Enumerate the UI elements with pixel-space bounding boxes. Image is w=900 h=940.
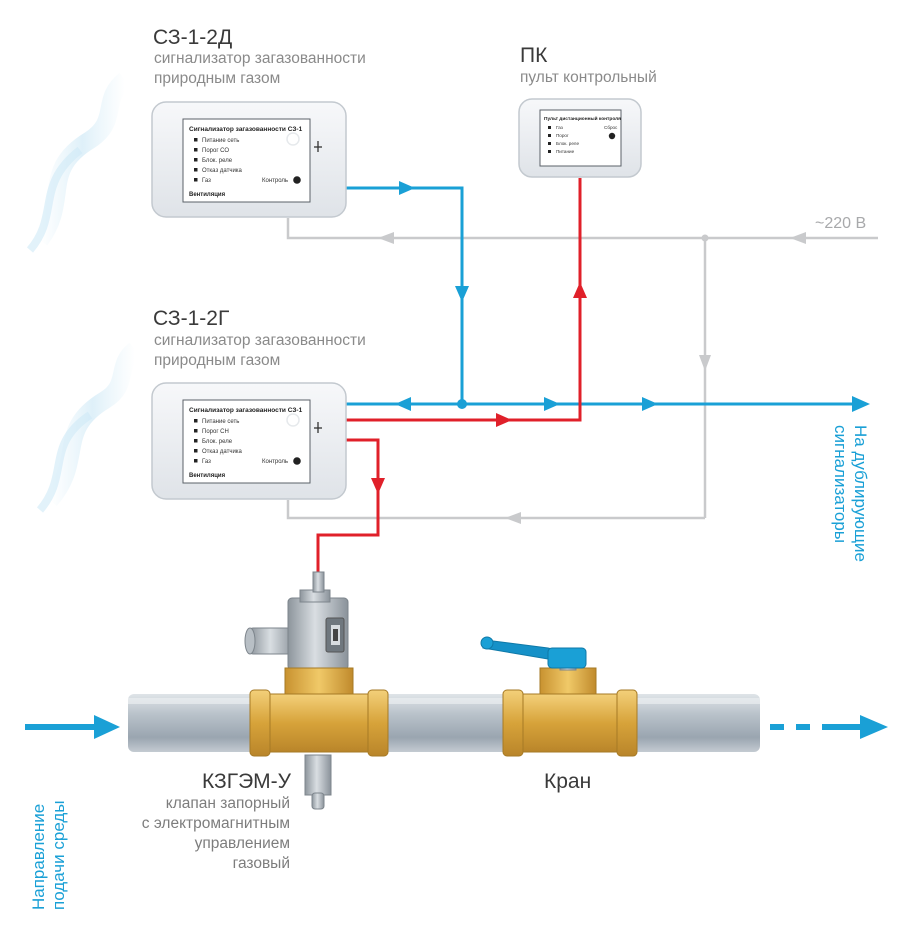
sz-g-item: Питание сеть <box>202 419 239 425</box>
sz-g-item: Блок. реле <box>202 439 233 445</box>
pk-item: Порог <box>556 133 569 138</box>
sz-d-item: Отказ датчика <box>202 168 243 174</box>
pk-screen-header: Пульт дистанционный контроля <box>544 115 621 122</box>
device-sz-1-2d: Сигнализатор загазованности СЗ-1 Питание… <box>151 101 347 218</box>
duplicate-label-line: На дублирующие <box>851 425 870 562</box>
pk-subtitle: пульт контрольный <box>520 69 657 86</box>
sz-g-item: Порог СН <box>202 429 229 435</box>
flow-label-line: Направление <box>29 803 48 910</box>
sz-g-subtitle: сигнализатор загазованности <box>154 332 366 349</box>
sz-d-title: СЗ-1-2Д <box>153 26 233 49</box>
signal-arrows <box>395 181 870 412</box>
sz-d-item: Питание сеть <box>202 138 239 144</box>
power-junction <box>701 234 709 242</box>
pipe <box>128 694 760 752</box>
sz-g-item: Газ <box>202 459 211 465</box>
sz-d-screen-header: Сигнализатор загазованности СЗ-1 <box>189 126 303 133</box>
valve-subtitle: клапан запорный с электромагнитным управ… <box>100 794 290 874</box>
sz-g-screen-header: Сигнализатор загазованности СЗ-1 <box>189 407 303 414</box>
flow-arrow-out <box>770 715 888 739</box>
valve-subtitle-line: клапан запорный <box>165 795 290 812</box>
device-sz-1-2g: Сигнализатор загазованности СЗ-1 Питание… <box>151 382 347 500</box>
sz-d-item: Блок. реле <box>202 158 233 164</box>
plug-icon <box>314 422 322 433</box>
flow-label: Направление подачи среды <box>29 800 69 910</box>
sz-d-subtitle: сигнализатор загазованности <box>154 50 366 67</box>
pk-item: Питание <box>556 149 575 154</box>
reset-button-icon <box>608 132 616 140</box>
valve-subtitle-line: с электромагнитным <box>141 815 290 832</box>
power-label: ~220 В <box>815 215 867 232</box>
pk-button-label: Сброс <box>604 125 618 130</box>
valve-title: КЗГЭМ-У <box>202 770 291 793</box>
pk-item: Блок. реле <box>556 141 579 146</box>
pk-item: Газ <box>556 125 563 130</box>
flow-label-line: подачи среды <box>49 800 68 910</box>
duplicate-label: На дублирующие сигнализаторы <box>830 425 870 562</box>
sz-d-subtitle: природным газом <box>154 70 281 87</box>
signal-junction <box>457 399 467 409</box>
plug-icon <box>314 141 322 152</box>
ball-valve <box>480 636 638 757</box>
valve-subtitle-line: газовый <box>232 855 290 872</box>
duplicate-label-line: сигнализаторы <box>831 425 850 544</box>
sz-g-footer-label: Вентиляция <box>189 473 226 479</box>
control-arrows <box>371 282 587 494</box>
control-button-icon <box>293 457 301 465</box>
power-arrows <box>378 232 806 524</box>
sz-g-title: СЗ-1-2Г <box>153 307 230 330</box>
power-lines <box>286 218 878 520</box>
control-button-icon <box>293 176 301 184</box>
gas-mist-decoration <box>26 72 142 513</box>
valve-subtitle-line: управлением <box>194 835 290 852</box>
control-lines <box>316 178 582 572</box>
sz-d-item: Газ <box>202 178 211 184</box>
sz-d-item: Порог СО <box>202 148 229 154</box>
sz-g-subtitle: природным газом <box>154 352 281 369</box>
sz-g-item: Отказ датчика <box>202 449 243 455</box>
flow-arrow-in <box>25 715 120 739</box>
signal-lines <box>345 186 855 406</box>
tap-title: Кран <box>544 770 592 793</box>
solenoid-valve <box>244 571 389 810</box>
valve-handle-icon <box>480 636 587 669</box>
sz-g-button-label: Контроль <box>262 459 288 465</box>
sz-d-footer-label: Вентиляция <box>189 192 226 198</box>
pk-title: ПК <box>520 44 548 67</box>
sz-d-button-label: Контроль <box>262 178 288 184</box>
device-pk: Пульт дистанционный контроля Газ Порог Б… <box>518 98 642 178</box>
